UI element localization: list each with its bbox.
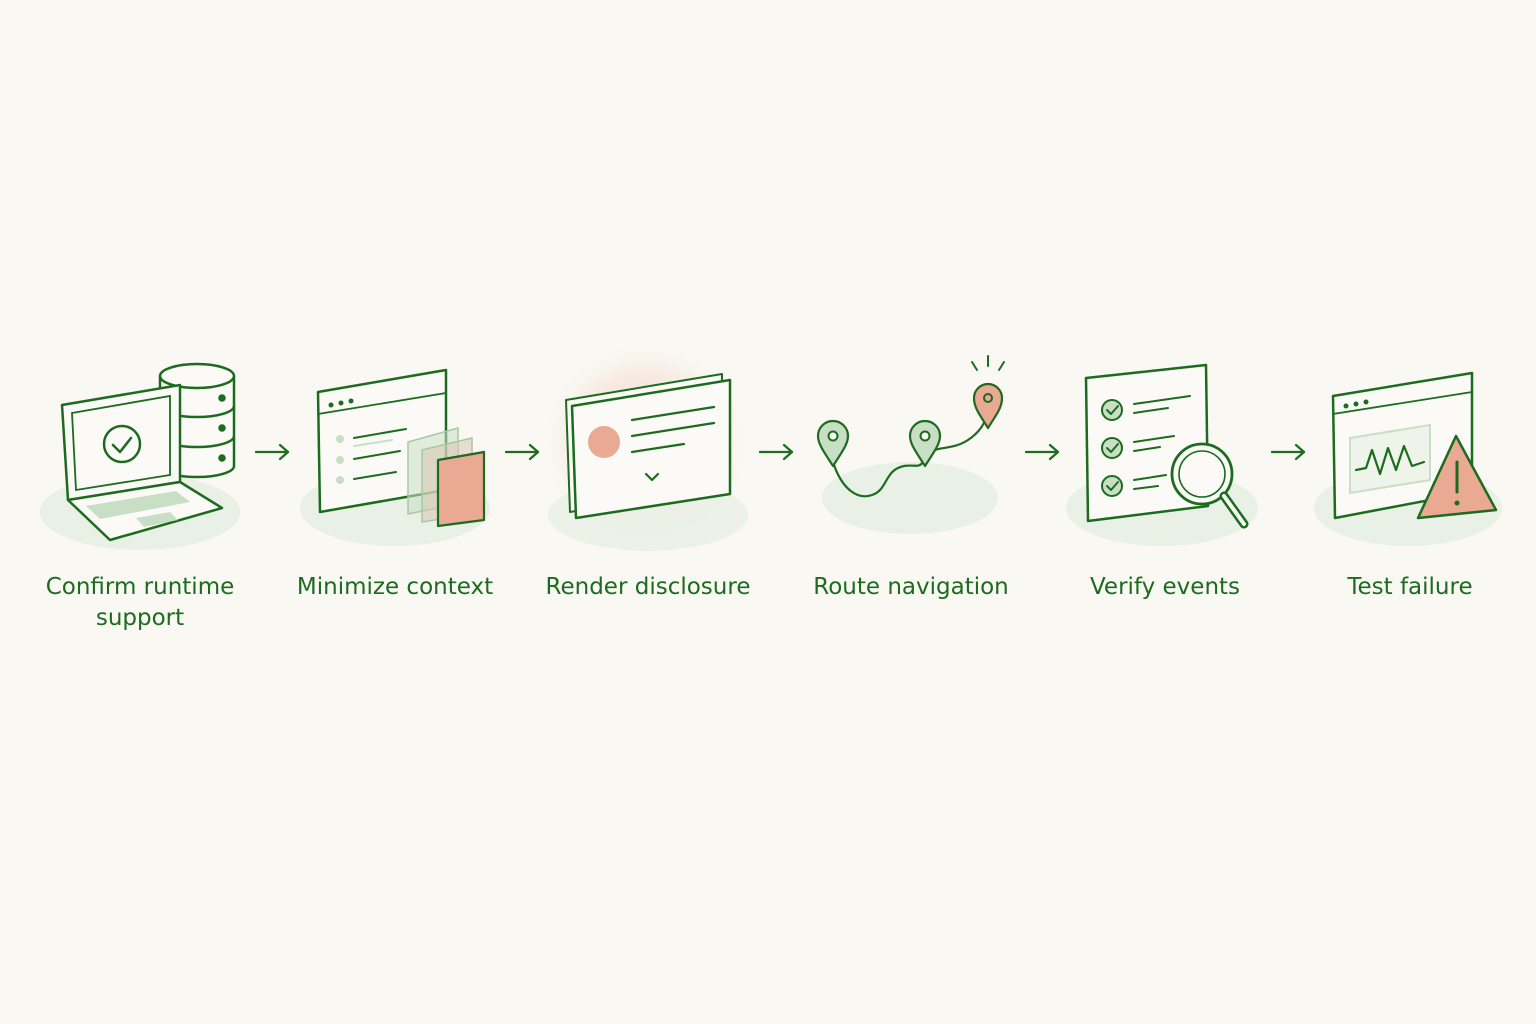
step-label-line: Test failure	[1347, 574, 1473, 600]
checklist-with-magnifier-icon	[1066, 363, 1258, 546]
map-route-pins-icon	[816, 355, 1005, 534]
arrow-right-icon	[1024, 443, 1060, 461]
step-label-line: Render disclosure	[545, 574, 751, 600]
step-label-test-failure: Test failure	[1290, 572, 1530, 603]
step-label-render-disclosure: Render disclosure	[528, 572, 768, 603]
arrow-right-icon	[254, 443, 290, 461]
destination-pin-icon	[971, 355, 1005, 430]
chevron-down-icon	[644, 472, 660, 482]
laptop-icon	[60, 383, 224, 542]
arrow-right-icon	[504, 443, 540, 461]
map-pin-icon	[908, 419, 942, 468]
browser-window-with-stacked-layers-icon	[300, 368, 490, 546]
laptop-with-database-check-icon	[40, 362, 240, 550]
disclosure-card-icon	[540, 340, 750, 551]
step-label-line: support	[95, 605, 185, 631]
map-pin-icon	[816, 419, 850, 468]
arrow-right-icon	[758, 443, 794, 461]
step-label-minimize-context: Minimize context	[275, 572, 515, 603]
arrow-right-icon	[1270, 443, 1306, 461]
monitor-waveform-warning-icon	[1314, 371, 1502, 546]
step-label-verify-events: Verify events	[1045, 572, 1285, 603]
step-label-line: Minimize context	[296, 574, 494, 600]
step-label-line: Verify events	[1089, 574, 1241, 600]
warning-icon	[1416, 434, 1498, 520]
step-label-line: Confirm runtime	[45, 574, 235, 600]
magnifier-icon	[1170, 442, 1249, 529]
step-label-route-navigation: Route navigation	[791, 572, 1031, 603]
step-label-line: Route navigation	[813, 574, 1009, 600]
step-label-confirm-runtime-support: Confirm runtime support	[20, 572, 260, 634]
